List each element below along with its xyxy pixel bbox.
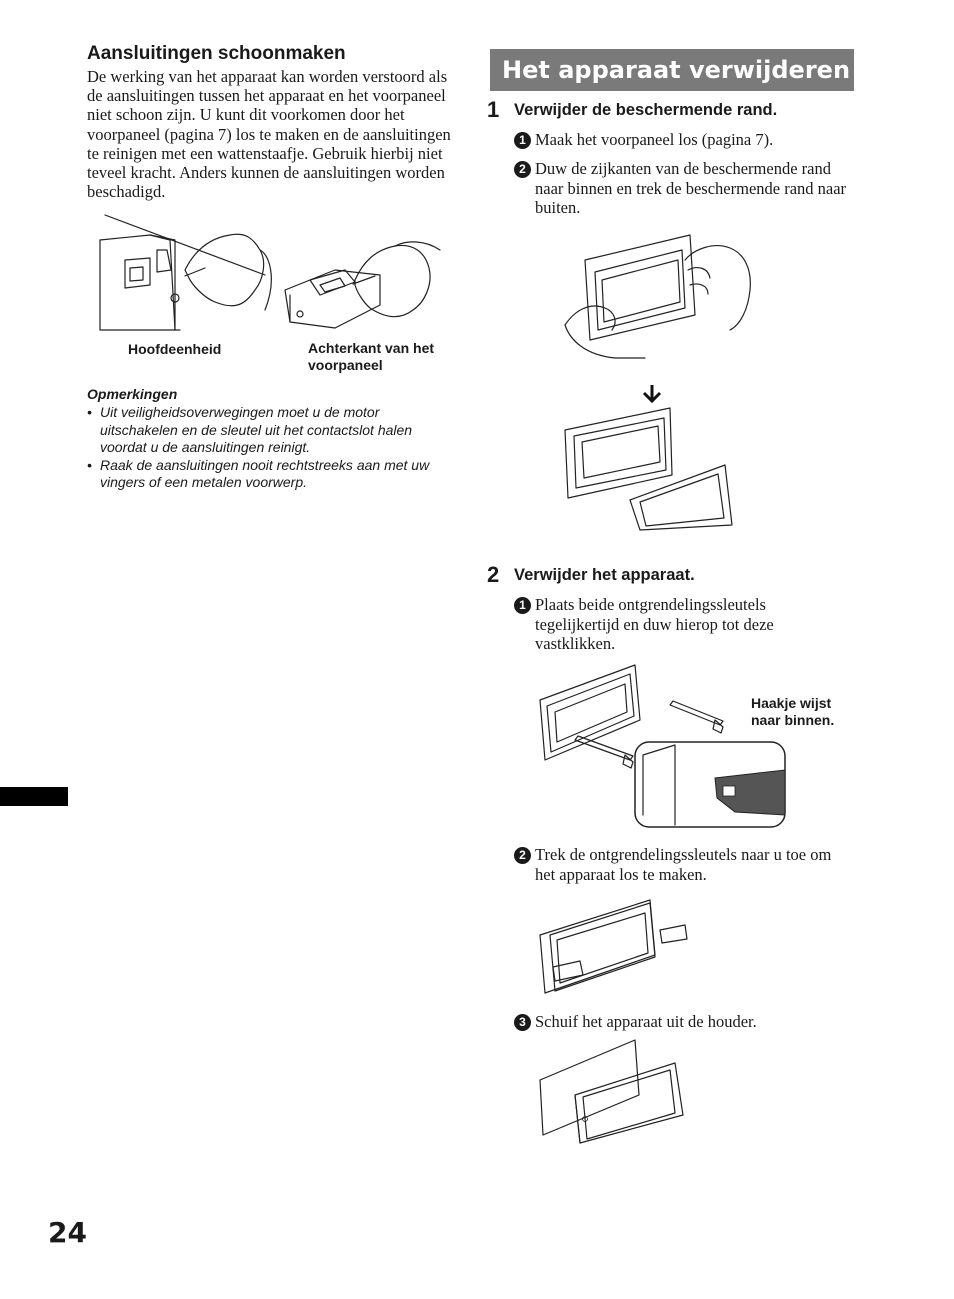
caption-hook: Haakje wijst naar binnen.	[751, 695, 835, 728]
banner-title: Het apparaat verwijderen	[502, 56, 851, 84]
step-title-2: Verwijder het apparaat.	[514, 566, 695, 584]
illustration-insert-keys	[539, 664, 786, 828]
bullet: •	[87, 456, 92, 473]
circled-marker: 1	[514, 597, 531, 614]
caption-main-unit: Hoofdeenheid	[128, 341, 222, 357]
note-text: Uit veiligheidsoverwegingen moet u de mo…	[100, 404, 413, 455]
notes-title: Opmerkingen	[87, 386, 178, 402]
step2-item2-text: Trek de ontgrendelingssleutels naar u to…	[535, 845, 832, 884]
step-number-2: 2	[487, 562, 500, 587]
illustration-cleaning-connectors	[99, 214, 441, 331]
step2-item3-text: Schuif het apparaat uit de houder.	[535, 1012, 757, 1031]
bullet: •	[87, 404, 92, 420]
circled-marker: 3	[514, 1014, 531, 1031]
step2-item3: 3 Schuif het apparaat uit de houder.	[514, 1012, 854, 1032]
illustration-remove-frame	[564, 234, 751, 531]
illustration-pull-keys	[539, 899, 688, 994]
note-text: Raak de aansluitingen nooit rechtstreeks…	[100, 456, 430, 491]
circled-marker: 2	[514, 847, 531, 864]
step1-item2-text: Duw de zijkanten van de beschermende ran…	[535, 159, 847, 217]
step1-item1: 1 Maak het voorpaneel los (pagina 7).	[514, 130, 854, 150]
circled-marker: 1	[514, 132, 531, 149]
step-title-1: Verwijder de beschermende rand.	[514, 101, 778, 119]
step1-item2: 2 Duw de zijkanten van de beschermende r…	[514, 159, 854, 218]
section-banner: Het apparaat verwijderen	[490, 49, 854, 91]
note-item: • Raak de aansluitingen nooit rechtstree…	[87, 457, 447, 492]
step1-item1-text: Maak het voorpaneel los (pagina 7).	[535, 130, 774, 149]
notes-list: • Uit veiligheidsoverwegingen moet u de …	[87, 404, 447, 492]
step2-item1: 1 Plaats beide ontgrendelingssleutels te…	[514, 595, 854, 654]
step2-item1-text: Plaats beide ontgrendelingssleutels tege…	[535, 595, 774, 653]
step-number-1: 1	[487, 97, 500, 122]
circled-marker: 2	[514, 161, 531, 178]
note-item: • Uit veiligheidsoverwegingen moet u de …	[87, 404, 447, 457]
section-tab	[0, 787, 68, 806]
page-number: 24	[48, 1216, 87, 1249]
section-heading-cleaning: Aansluitingen schoonmaken	[87, 43, 346, 64]
step2-item2: 2 Trek de ontgrendelingssleutels naar u …	[514, 845, 854, 884]
cleaning-paragraph: De werking van het apparaat kan worden v…	[87, 67, 451, 202]
illustration-slide-unit	[539, 1039, 684, 1144]
caption-panel-back: Achterkant van het voorpaneel	[308, 340, 435, 373]
